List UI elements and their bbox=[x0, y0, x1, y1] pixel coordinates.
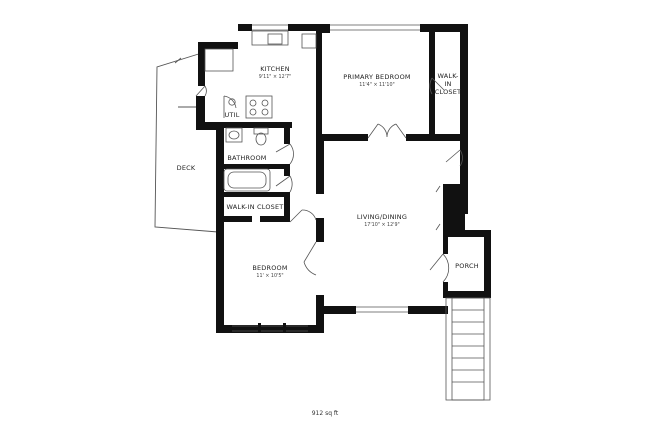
deck-outline bbox=[154, 51, 219, 233]
living-dining-dims: 17'10" × 12'9" bbox=[364, 222, 399, 228]
bathtub-icon bbox=[223, 168, 271, 192]
sink-icon bbox=[267, 33, 283, 45]
primary-bedroom-dims: 11'4" × 11'10" bbox=[359, 82, 394, 88]
door-swings bbox=[195, 77, 463, 283]
kitchen-fixtures bbox=[204, 30, 317, 119]
primary-bedroom-label: PRIMARY BEDROOM bbox=[343, 73, 410, 81]
walls bbox=[196, 24, 491, 333]
bathroom-label: BATHROOM bbox=[227, 154, 266, 162]
bathroom-sink-icon bbox=[225, 127, 243, 143]
porch-stairs bbox=[445, 297, 491, 401]
walk-in-closet-label: WALK-IN CLOSET bbox=[227, 203, 284, 211]
primary-closet-label-2: IN bbox=[444, 80, 451, 88]
primary-closet-label-1: WALK- bbox=[437, 72, 459, 80]
windows bbox=[232, 24, 420, 332]
bedroom-dims: 11' × 10'5" bbox=[256, 273, 283, 279]
kitchen-label: KITCHEN bbox=[260, 65, 290, 73]
primary-closet-label-3: CLOSET bbox=[435, 88, 461, 96]
porch-label: PORCH bbox=[455, 262, 479, 270]
toilet-icon bbox=[253, 127, 269, 135]
deck-label: DECK bbox=[177, 164, 196, 172]
fridge-icon bbox=[204, 48, 234, 72]
util-label: UTIL bbox=[224, 111, 239, 119]
window-mullions bbox=[216, 230, 286, 333]
total-area-label: 912 sq ft bbox=[312, 410, 339, 417]
water-heater-icon bbox=[228, 98, 236, 106]
stove-icon bbox=[245, 95, 273, 119]
bedroom-label: BEDROOM bbox=[252, 264, 287, 272]
kitchen-dims: 9'11" × 12'7" bbox=[259, 74, 291, 80]
living-dining-label: LIVING/DINING bbox=[357, 213, 407, 221]
bathroom-fixtures bbox=[223, 127, 271, 192]
